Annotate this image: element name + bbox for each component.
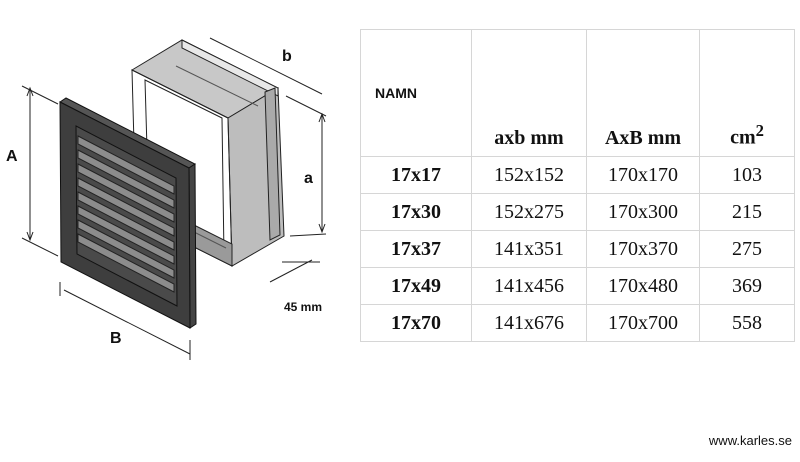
table-header-row: NAMN axb mm AxB mm cm2: [360, 29, 795, 157]
dimension-label-A: A: [6, 148, 18, 165]
dimension-label-a: a: [304, 170, 313, 187]
row-outer: 170x370: [586, 230, 700, 268]
row-outer: 170x700: [586, 304, 700, 342]
row-area: 369: [699, 267, 795, 305]
dimension-label-b: b: [282, 48, 292, 65]
row-name: 17x70: [360, 304, 472, 342]
row-name: 17x17: [360, 156, 472, 194]
table-row: 17x70 141x676 170x700 558: [360, 304, 795, 342]
row-inner: 152x152: [471, 156, 587, 194]
row-outer: 170x480: [586, 267, 700, 305]
row-area: 103: [699, 156, 795, 194]
spec-table: NAMN axb mm AxB mm cm2 17x17 152x152 170…: [360, 29, 795, 342]
table-row: 17x49 141x456 170x480 369: [360, 267, 795, 305]
row-inner: 141x676: [471, 304, 587, 342]
row-inner: 141x456: [471, 267, 587, 305]
table-row: 17x37 141x351 170x370 275: [360, 230, 795, 268]
dimension-lines: [21, 37, 327, 360]
dimension-label-depth: 45 mm: [284, 300, 323, 314]
row-outer: 170x170: [586, 156, 700, 194]
row-inner: 141x351: [471, 230, 587, 268]
row-area: 215: [699, 193, 795, 231]
row-name: 17x37: [360, 230, 472, 268]
header-name: NAMN: [360, 29, 472, 157]
row-inner: 152x275: [471, 193, 587, 231]
dimension-label-B: B: [110, 330, 122, 347]
table-row: 17x30 152x275 170x300 215: [360, 193, 795, 231]
table-row: 17x17 152x152 170x170 103: [360, 156, 795, 194]
vent-grille-drawing: [21, 37, 327, 360]
row-area: 558: [699, 304, 795, 342]
header-area-sup: 2: [755, 121, 764, 141]
row-name: 17x30: [360, 193, 472, 231]
header-area-unit: cm: [730, 127, 756, 149]
front-grille: [59, 97, 197, 329]
row-area: 275: [699, 230, 795, 268]
header-inner: axb mm: [471, 29, 587, 157]
website-link[interactable]: www.karles.se: [708, 433, 792, 448]
row-name: 17x49: [360, 267, 472, 305]
header-area: cm2: [699, 29, 795, 157]
row-outer: 170x300: [586, 193, 700, 231]
header-outer: AxB mm: [586, 29, 700, 157]
